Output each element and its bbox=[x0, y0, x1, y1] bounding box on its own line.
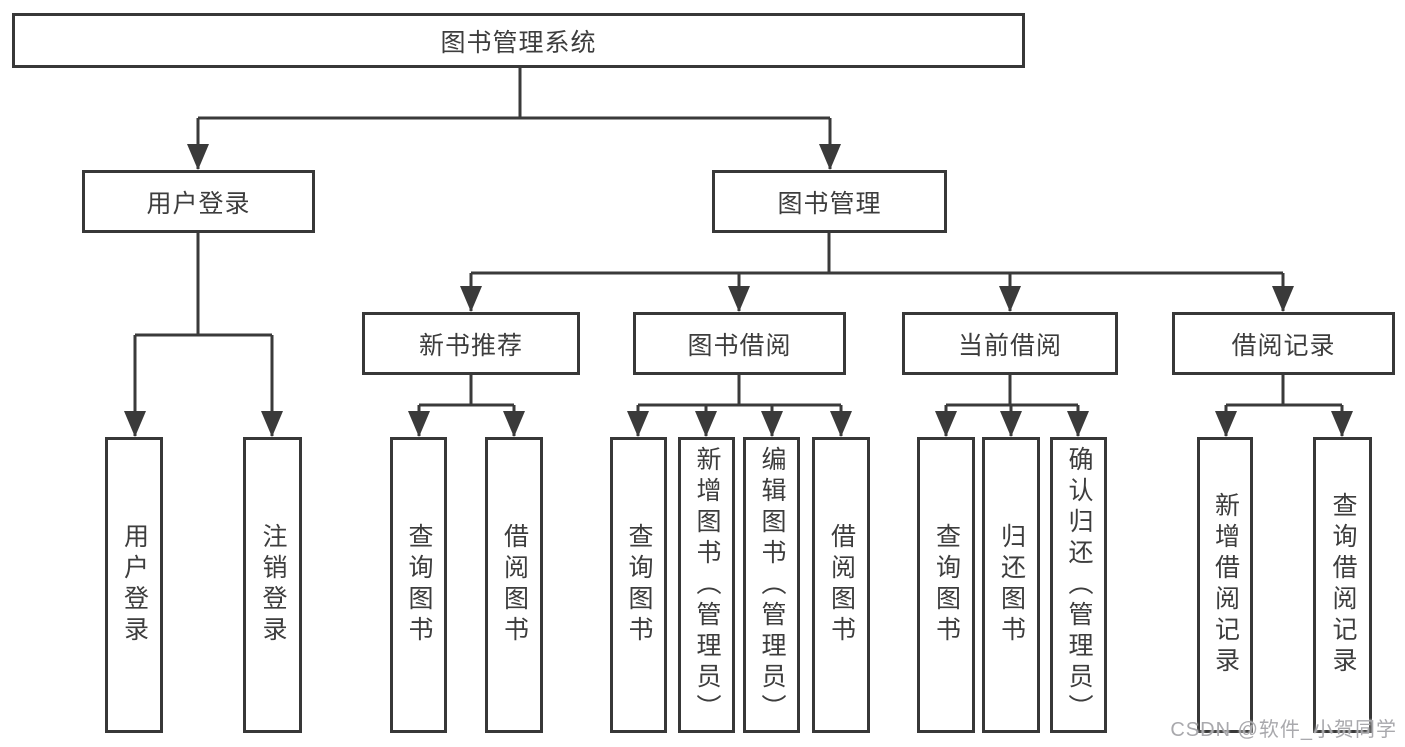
node-current-borrowing: 当前借阅 bbox=[902, 312, 1118, 375]
edge-user-login-split bbox=[135, 233, 272, 337]
edge-current-borrowing-split bbox=[946, 375, 1078, 407]
node-user-login: 用户登录 bbox=[82, 170, 315, 233]
node-book-borrowing: 图书借阅 bbox=[633, 312, 846, 375]
leaf-confirm-return-admin-label: 确认归还（管理员） bbox=[1065, 445, 1093, 725]
leaf-edit-books-admin: 编辑图书（管理员） bbox=[743, 437, 800, 733]
node-book-borrowing-label: 图书借阅 bbox=[687, 331, 792, 360]
leaf-return-books: 归还图书 bbox=[982, 437, 1040, 733]
leaf-borrowing-borrow-books: 借阅图书 bbox=[812, 437, 870, 733]
node-book-management: 图书管理 bbox=[712, 170, 947, 233]
leaf-query-borrow-record: 查询借阅记录 bbox=[1313, 437, 1372, 733]
leaf-add-borrow-record-label: 新增借阅记录 bbox=[1211, 492, 1240, 678]
node-root: 图书管理系统 bbox=[12, 13, 1025, 68]
leaf-confirm-return-admin: 确认归还（管理员） bbox=[1050, 437, 1107, 733]
leaf-recommend-borrow-books: 借阅图书 bbox=[485, 437, 543, 733]
node-borrowing-records-label: 借阅记录 bbox=[1231, 331, 1336, 360]
leaf-current-query-books-label: 查询图书 bbox=[932, 523, 961, 647]
leaf-borrowing-borrow-books-label: 借阅图书 bbox=[827, 523, 856, 647]
leaf-logout: 注销登录 bbox=[243, 437, 302, 733]
node-user-login-label: 用户登录 bbox=[146, 189, 251, 218]
leaf-edit-books-admin-label: 编辑图书（管理员） bbox=[758, 445, 786, 725]
leaf-add-books-admin-label: 新增图书（管理员） bbox=[693, 445, 721, 725]
leaf-borrowing-query-books-label: 查询图书 bbox=[625, 523, 653, 647]
watermark: CSDN @软件_小贺同学 bbox=[1170, 719, 1397, 741]
node-root-label: 图书管理系统 bbox=[440, 28, 597, 57]
edge-book-management-split bbox=[471, 233, 1283, 275]
node-current-borrowing-label: 当前借阅 bbox=[957, 331, 1062, 360]
node-book-management-label: 图书管理 bbox=[777, 189, 882, 218]
leaf-logout-label: 注销登录 bbox=[259, 523, 287, 647]
leaf-user-login-label: 用户登录 bbox=[120, 523, 149, 647]
leaf-recommend-query-books: 查询图书 bbox=[390, 437, 447, 733]
edge-new-book-recommendation-split bbox=[419, 375, 514, 407]
leaf-add-books-admin: 新增图书（管理员） bbox=[678, 437, 735, 733]
leaf-add-borrow-record: 新增借阅记录 bbox=[1197, 437, 1253, 733]
leaf-return-books-label: 归还图书 bbox=[997, 523, 1026, 647]
leaf-borrowing-query-books: 查询图书 bbox=[610, 437, 667, 733]
leaf-recommend-query-books-label: 查询图书 bbox=[405, 523, 433, 647]
leaf-recommend-borrow-books-label: 借阅图书 bbox=[500, 523, 529, 647]
node-new-book-recommendation: 新书推荐 bbox=[362, 312, 580, 375]
node-new-book-recommendation-label: 新书推荐 bbox=[418, 331, 523, 360]
edge-borrowing-records-split bbox=[1226, 375, 1342, 407]
leaf-current-query-books: 查询图书 bbox=[917, 437, 975, 733]
leaf-query-borrow-record-label: 查询借阅记录 bbox=[1329, 492, 1357, 678]
edge-root-split bbox=[198, 68, 830, 120]
leaf-user-login: 用户登录 bbox=[105, 437, 163, 733]
edge-book-borrowing-split bbox=[638, 375, 841, 407]
node-borrowing-records: 借阅记录 bbox=[1172, 312, 1395, 375]
